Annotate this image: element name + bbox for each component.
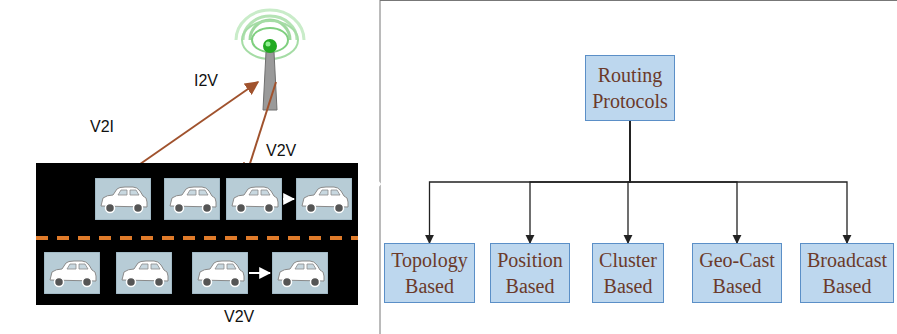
box-text: Broadcast Based <box>805 247 889 299</box>
link-label: V2V <box>224 308 254 326</box>
category-box: Cluster Based <box>592 243 664 303</box>
tree-connector <box>530 121 630 243</box>
box-text: Position Based <box>495 247 565 299</box>
tree-connector <box>630 121 847 243</box>
box-text: Topology Based <box>389 247 470 299</box>
category-box: Geo-Cast Based <box>692 243 782 303</box>
box-text: Routing Protocols <box>590 62 670 114</box>
link-label: I2V <box>194 72 218 90</box>
link-label: V2I <box>90 118 114 136</box>
root-box: Routing Protocols <box>585 55 675 121</box>
category-box: Topology Based <box>384 243 475 303</box>
category-box: Broadcast Based <box>800 243 894 303</box>
box-text: Geo-Cast Based <box>697 247 777 299</box>
link-label: V2V <box>266 142 296 160</box>
tree-connector <box>430 121 631 243</box>
category-box: Position Based <box>490 243 570 303</box>
box-text: Cluster Based <box>597 247 659 299</box>
